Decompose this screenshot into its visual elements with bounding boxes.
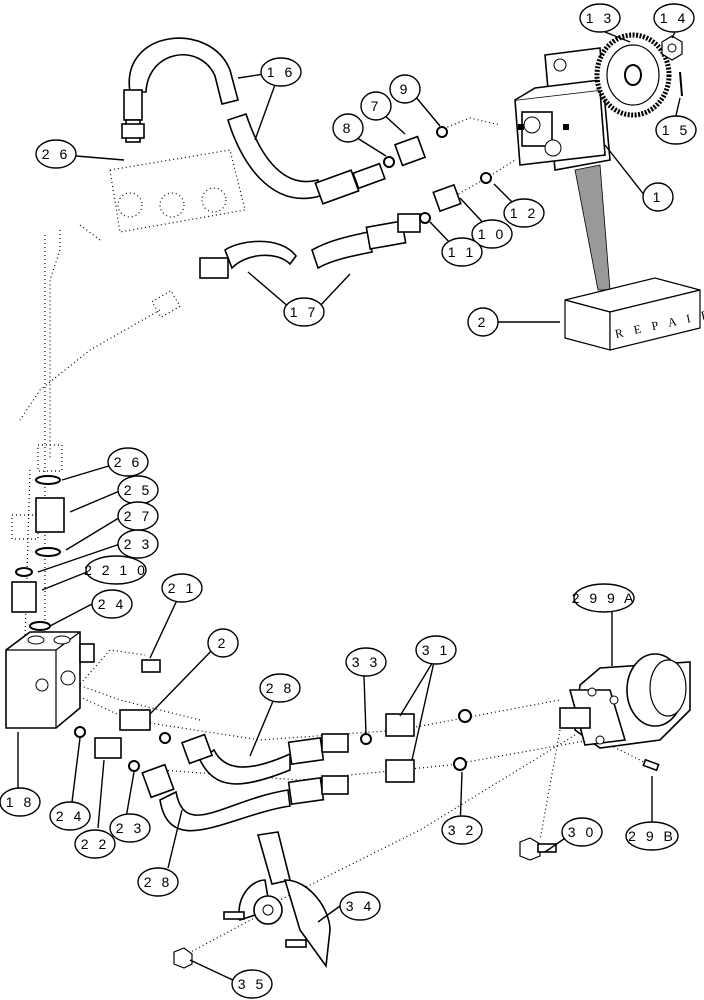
callout-26-upper: 2 6: [35, 139, 77, 169]
callout-24-upper: 2 4: [91, 589, 133, 619]
hose-17: [199, 213, 421, 279]
hose-16: [121, 37, 386, 205]
svg-text:1 8: 1 8: [6, 794, 34, 810]
svg-text:1 2: 1 2: [510, 205, 538, 221]
callout-24-lower: 2 4: [49, 801, 91, 831]
svg-text:2 8: 2 8: [144, 874, 172, 890]
hoses-28: [141, 733, 349, 832]
svg-text:3 0: 3 0: [568, 824, 596, 840]
valve-assembly-ghost: [11, 149, 246, 540]
callout-13: 1 3: [579, 3, 621, 33]
callout-26-lower: 2 6: [107, 447, 149, 477]
svg-text:1 7: 1 7: [290, 304, 318, 320]
svg-text:2: 2: [218, 635, 229, 651]
svg-text:3 2: 3 2: [448, 822, 476, 838]
svg-text:3 3: 3 3: [352, 654, 380, 670]
callout-32: 3 2: [441, 815, 483, 845]
svg-text:1 3: 1 3: [586, 10, 614, 26]
callout-31: 3 1: [415, 635, 457, 665]
svg-text:8: 8: [343, 120, 354, 136]
callout-17: 1 7: [283, 297, 325, 327]
svg-text:1 4: 1 4: [660, 10, 688, 26]
callout-33: 3 3: [345, 647, 387, 677]
hydraulic-pump: [514, 47, 611, 171]
svg-text:2 7: 2 7: [124, 508, 152, 524]
svg-text:9: 9: [400, 81, 411, 97]
svg-text:2 9 B: 2 9 B: [628, 828, 676, 844]
svg-text:3 4: 3 4: [346, 898, 374, 914]
callout-22-10: 2 2 1 0: [84, 555, 148, 585]
callout-12: 1 2: [503, 198, 545, 228]
svg-text:7: 7: [371, 98, 382, 114]
bolt-35: [173, 947, 193, 969]
callout-22-lower: 2 2: [74, 829, 116, 859]
svg-text:2 2: 2 2: [81, 836, 109, 852]
callout-bubbles: 1 2 2 2 2 8 7 9 1 0 1 1 1 2 1 3 1 4 1 5 …: [0, 3, 697, 999]
svg-text:2 5: 2 5: [124, 482, 152, 498]
callout-16: 1 6: [260, 57, 302, 87]
valve-body: [5, 631, 95, 729]
repair-kit-box: R E P A I R K I: [564, 164, 704, 351]
svg-text:1: 1: [653, 189, 664, 205]
svg-text:3 5: 3 5: [238, 976, 266, 992]
motor-fittings: [360, 709, 472, 783]
callout-11: 1 1: [441, 237, 483, 267]
callout-21: 2 1: [161, 573, 203, 603]
key-pin: [679, 71, 683, 97]
svg-text:1 6: 1 6: [267, 64, 295, 80]
callout-28-upper: 2 8: [259, 673, 301, 703]
fan-hub: [223, 831, 331, 969]
svg-text:2 6: 2 6: [42, 146, 70, 162]
svg-text:2 4: 2 4: [98, 596, 126, 612]
svg-text:2: 2: [478, 314, 489, 330]
svg-text:2 4: 2 4: [56, 808, 84, 824]
svg-text:2 3: 2 3: [124, 536, 152, 552]
callout-23-lower: 2 3: [109, 813, 151, 843]
drive-gear: [594, 32, 672, 118]
center-fittings: [74, 659, 171, 772]
svg-text:2 2 1 0: 2 2 1 0: [84, 562, 148, 578]
svg-text:1 0: 1 0: [478, 226, 506, 242]
callout-25: 2 5: [117, 475, 159, 505]
callout-28-lower: 2 8: [137, 867, 179, 897]
svg-text:2 6: 2 6: [114, 454, 142, 470]
callout-9: 9: [389, 74, 421, 104]
svg-text:2 8: 2 8: [266, 680, 294, 696]
callout-34: 3 4: [339, 891, 381, 921]
callout-8: 8: [332, 113, 364, 143]
leader-lines: [17, 29, 681, 983]
callout-15: 1 5: [655, 115, 697, 145]
bolt-30: [519, 837, 557, 861]
callout-18: 1 8: [0, 787, 41, 817]
callout-23-upper: 2 3: [117, 529, 159, 559]
callout-7: 7: [360, 91, 392, 121]
callout-14: 1 4: [653, 3, 695, 33]
svg-text:1 1: 1 1: [448, 244, 476, 260]
svg-text:2 9 9 A: 2 9 9 A: [572, 590, 637, 606]
upper-fittings: [383, 126, 492, 224]
svg-text:2 3: 2 3: [116, 820, 144, 836]
callout-2-center: 2: [207, 628, 239, 658]
left-fittings: [11, 475, 65, 631]
callout-29-29a: 2 9 9 A: [572, 583, 637, 613]
svg-text:2 1: 2 1: [168, 580, 196, 596]
callout-27: 2 7: [117, 501, 159, 531]
svg-text:1 5: 1 5: [662, 122, 690, 138]
callout-2-repair-kit: 2: [467, 307, 499, 337]
hydraulic-motor: [559, 653, 691, 772]
svg-text:3 1: 3 1: [422, 642, 450, 658]
callout-10-upper: 1 0: [471, 219, 513, 249]
callout-29b: 2 9 B: [625, 821, 679, 851]
callout-35: 3 5: [231, 969, 273, 999]
callout-30: 3 0: [561, 817, 603, 847]
gear-nut: [661, 35, 683, 61]
callout-1: 1: [642, 182, 674, 212]
